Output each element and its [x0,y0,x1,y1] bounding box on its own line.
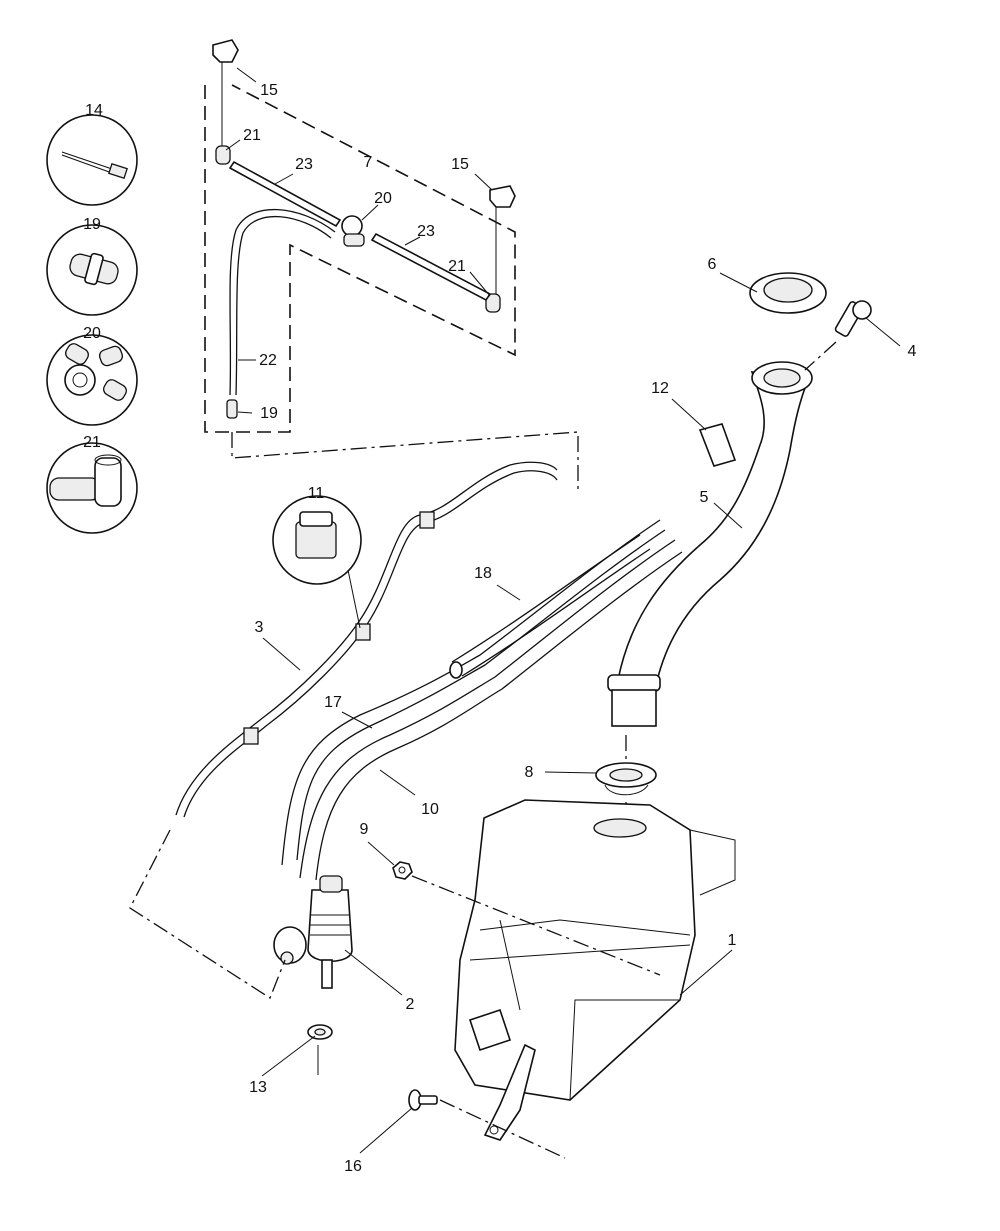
hose-clip-middle [355,623,371,641]
detail-circle-cable-tie [46,114,138,206]
callout-9: 9 [359,821,369,838]
bolt-16 [408,1089,566,1159]
callout-11: 11 [307,485,325,502]
callout-2: 2 [405,996,415,1013]
callout-3: 3 [254,619,264,636]
callout-23-lower: 23 [417,223,435,240]
bracket-12 [698,423,737,467]
washer-jet-right [489,185,516,295]
washer-jet-left [212,39,239,148]
callout-15-upper: 15 [260,82,278,99]
callout-20-assembly: 20 [374,190,392,207]
callout-12: 12 [651,380,669,397]
callout-22: 22 [259,352,277,369]
hose-clip-upper [419,511,435,529]
callout-14: 14 [85,102,103,119]
hose-23-lower [370,232,492,302]
hose-22 [229,208,336,396]
grommet-13 [307,1024,333,1075]
hose-23-upper [228,160,342,228]
detail-circle-clip-11 [272,495,362,629]
connector-19-small [226,399,238,419]
callout-1: 1 [727,932,737,949]
washer-reservoir-1 [454,799,736,1101]
bolt-4 [804,300,872,371]
callout-23-upper: 23 [295,156,313,173]
hose-18 [449,534,651,679]
callout-4: 4 [907,343,917,360]
assembly-route-line [129,829,286,999]
callout-13: 13 [249,1079,267,1096]
callout-7: 7 [363,154,373,171]
callout-16: 16 [344,1158,362,1175]
filler-cap-6 [749,272,827,314]
callout-21-right: 21 [448,258,466,275]
callout-17: 17 [324,694,342,711]
nozzle-hose-assembly-boundary [204,84,579,492]
leader-lines [225,67,901,1154]
callout-21-detail: 21 [83,434,101,451]
callout-6: 6 [707,256,717,273]
callout-10: 10 [421,801,439,818]
nut-9 [392,861,661,976]
filler-neck-5 [607,361,813,727]
callout-21-left: 21 [243,127,261,144]
callout-20-detail: 20 [83,325,101,342]
washer-pump-2 [273,875,353,989]
bracket-lower [483,1043,536,1141]
callout-5: 5 [699,489,709,506]
detail-circle-elbow [46,442,138,534]
elbow-connector-left [215,145,231,165]
callout-19-assembly: 19 [260,405,278,422]
t-piece-20 [341,215,365,247]
callout-8: 8 [524,764,534,781]
elbow-connector-right [485,293,501,313]
callout-18: 18 [474,565,492,582]
detail-circle-t-piece [46,334,138,426]
callout-15-right: 15 [451,156,469,173]
callout-19-detail: 19 [83,216,101,233]
detail-circle-connector [46,224,138,316]
hose-clip-lower [243,727,259,745]
hose-17-10 [281,519,683,881]
grommet-8 [595,735,657,822]
